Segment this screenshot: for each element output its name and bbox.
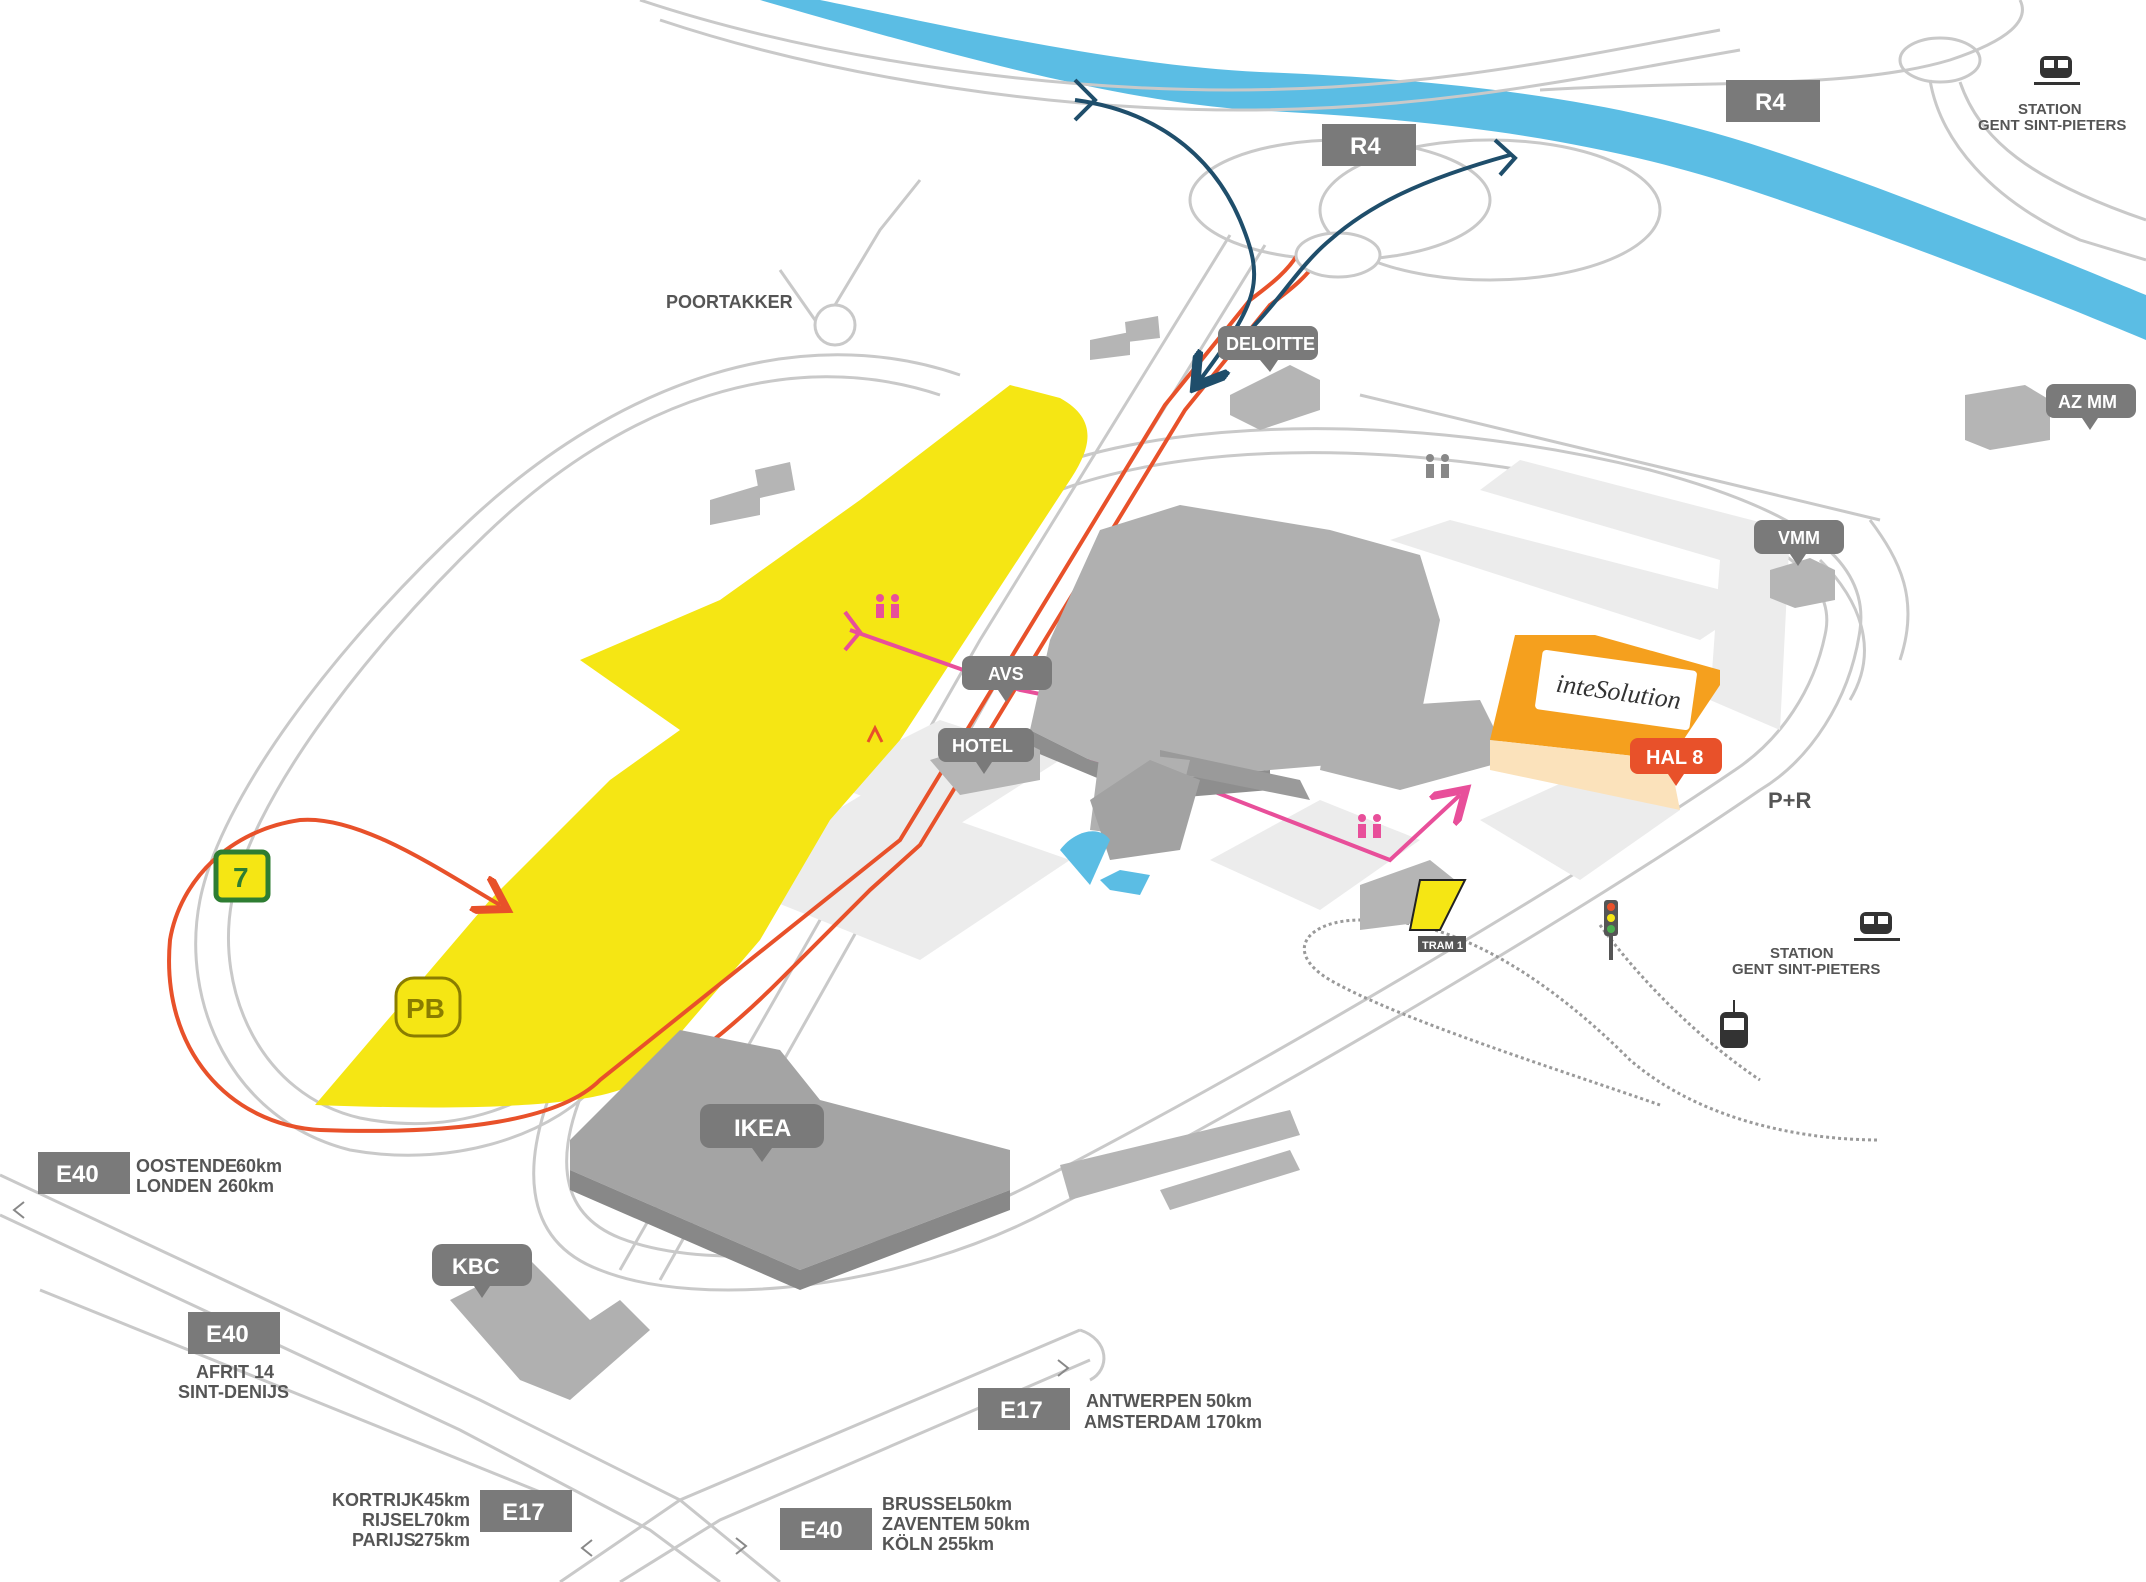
svg-text:KÖLN: KÖLN xyxy=(882,1534,933,1554)
svg-text:AFRIT 14: AFRIT 14 xyxy=(196,1362,274,1382)
tag-kbc: KBC xyxy=(432,1244,532,1298)
roundabout xyxy=(1294,231,1382,279)
tram-stop: TRAM 1 xyxy=(1408,879,1467,952)
pedestrian-icon xyxy=(876,594,899,618)
highway-ramp xyxy=(1073,78,1518,380)
sign-e40-east: E40 BRUSSEL 50km ZAVENTEM 50km KÖLN 255k… xyxy=(780,1494,1030,1554)
svg-text:70km: 70km xyxy=(424,1510,470,1530)
sign-e17-north: E17 ANTWERPEN 50km AMSTERDAM 170km xyxy=(978,1388,1262,1432)
svg-text:LONDEN: LONDEN xyxy=(136,1176,212,1196)
ikea-building xyxy=(570,1030,1010,1270)
svg-text:E17: E17 xyxy=(1000,1397,1043,1424)
svg-text:E17: E17 xyxy=(502,1499,545,1526)
svg-text:HAL 8: HAL 8 xyxy=(1646,747,1703,769)
station-label: STATION xyxy=(1770,945,1834,962)
train-icon xyxy=(1854,912,1900,941)
parking-pb-area xyxy=(315,385,1088,1108)
label-p-r: P+R xyxy=(1768,788,1812,813)
svg-text:R4: R4 xyxy=(1755,89,1786,116)
svg-text:260km: 260km xyxy=(218,1176,274,1196)
parking-pb-badge: PB xyxy=(394,976,462,1038)
svg-text:50km: 50km xyxy=(966,1494,1012,1514)
route-arrow-up xyxy=(866,724,884,743)
svg-text:50km: 50km xyxy=(1206,1391,1252,1411)
river xyxy=(760,0,2146,340)
tag-ikea: IKEA xyxy=(700,1104,824,1162)
svg-text:60km: 60km xyxy=(236,1156,282,1176)
svg-text:DELOITTE: DELOITTE xyxy=(1226,334,1315,354)
shield-r4-a: R4 xyxy=(1322,124,1416,166)
svg-text:HOTEL: HOTEL xyxy=(952,736,1013,756)
logo-panel xyxy=(1535,649,1697,731)
svg-text:VMM: VMM xyxy=(1778,528,1820,548)
rail-track xyxy=(1302,918,1881,1142)
svg-text:ZAVENTEM: ZAVENTEM xyxy=(882,1514,980,1534)
shield-r4-b: R4 xyxy=(1726,80,1820,122)
train-icon xyxy=(2034,56,2080,85)
svg-text:255km: 255km xyxy=(938,1534,994,1554)
svg-text:50km: 50km xyxy=(984,1514,1030,1534)
station-label: GENT SINT-PIETERS xyxy=(1978,117,2126,134)
station-label: STATION xyxy=(2018,101,2082,118)
svg-text:AMSTERDAM: AMSTERDAM xyxy=(1084,1412,1201,1432)
label-tram: TRAM 1 xyxy=(1422,940,1463,952)
svg-text:7: 7 xyxy=(233,862,249,893)
route-7-badge: 7 xyxy=(213,849,271,903)
svg-text:E40: E40 xyxy=(800,1517,843,1544)
tag-hal-8: HAL 8 xyxy=(1630,738,1722,786)
sign-e40-west: E40 OOSTENDE 60km LONDEN 260km xyxy=(38,1152,282,1196)
direction-arrows xyxy=(12,1201,1070,1557)
svg-text:PARIJS: PARIJS xyxy=(352,1530,416,1550)
svg-text:AZ MM: AZ MM xyxy=(2058,392,2117,412)
svg-text:AVS: AVS xyxy=(988,664,1024,684)
tag-az-mm: AZ MM xyxy=(2046,384,2136,430)
svg-text:E40: E40 xyxy=(206,1321,249,1348)
pedestrian-icon xyxy=(1426,454,1449,478)
tram-icon xyxy=(1720,1000,1748,1048)
svg-text:KORTRIJK: KORTRIJK xyxy=(332,1490,424,1510)
traffic-light-icon xyxy=(1604,900,1618,960)
svg-text:IKEA: IKEA xyxy=(734,1115,791,1142)
svg-text:SINT-DENIJS: SINT-DENIJS xyxy=(178,1382,289,1402)
tag-deloitte: DELOITTE xyxy=(1218,326,1318,372)
svg-text:OOSTENDE: OOSTENDE xyxy=(136,1156,237,1176)
pedestrian-icon xyxy=(1358,814,1381,838)
tag-hotel: HOTEL xyxy=(938,728,1034,774)
svg-text:BRUSSEL: BRUSSEL xyxy=(882,1494,968,1514)
expo-halls xyxy=(1030,505,1510,860)
tag-vmm: VMM xyxy=(1754,520,1844,566)
sign-e17-south: E17 KORTRIJK 45km RIJSEL 70km PARIJS 275… xyxy=(332,1490,572,1550)
sign-e40-exit: E40 AFRIT 14 SINT-DENIJS xyxy=(178,1312,289,1402)
svg-text:R4: R4 xyxy=(1350,133,1381,160)
kbc-building xyxy=(450,1260,650,1400)
station-label: GENT SINT-PIETERS xyxy=(1732,961,1880,978)
ikea-building-side xyxy=(570,1170,1010,1290)
svg-text:RIJSEL: RIJSEL xyxy=(362,1510,425,1530)
fountain xyxy=(1060,831,1150,895)
svg-text:275km: 275km xyxy=(414,1530,470,1550)
svg-text:E40: E40 xyxy=(56,1161,99,1188)
svg-text:170km: 170km xyxy=(1206,1412,1262,1432)
svg-text:PB: PB xyxy=(406,993,445,1024)
svg-text:KBC: KBC xyxy=(452,1254,500,1279)
svg-text:ANTWERPEN: ANTWERPEN xyxy=(1086,1391,1202,1411)
tag-avs: AVS xyxy=(962,656,1052,702)
label-poortakker: POORTAKKER xyxy=(666,292,793,312)
svg-text:45km: 45km xyxy=(424,1490,470,1510)
